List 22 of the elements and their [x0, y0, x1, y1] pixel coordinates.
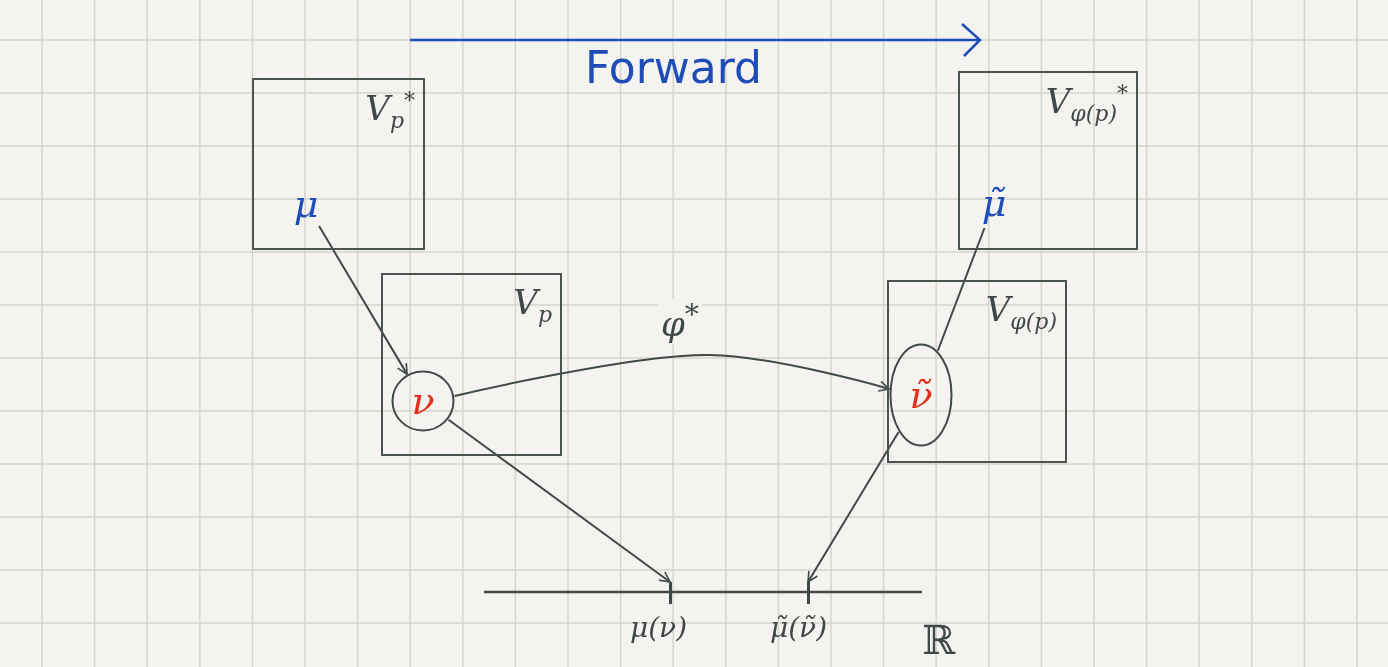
edge-label: φ$^{*}$: [657, 298, 702, 344]
vector-space-box: [958, 71, 1138, 250]
arrow: [807, 431, 900, 583]
vector-blob: [391, 370, 455, 432]
arrow: [447, 418, 671, 583]
vector-space-box: [381, 273, 562, 456]
vector-symbol: ν: [411, 382, 435, 420]
covector-symbol: μ: [286, 182, 326, 226]
value-label: μ̃(ν̃): [770, 614, 828, 642]
space-label: V$_{φ(p)}$: [985, 292, 1057, 333]
connector-line: [936, 227, 986, 352]
value-label: μ(ν): [630, 614, 688, 642]
vector-symbol: ν̃: [909, 376, 933, 414]
axis-label: ℝ: [922, 620, 956, 660]
vector-blob: [889, 343, 953, 447]
arrow: [453, 354, 891, 397]
space-label: V$_{p}$: [513, 285, 552, 326]
covector-symbol: μ̃: [974, 178, 1014, 228]
arrow: [318, 225, 409, 376]
vector-space-box: [252, 78, 425, 250]
direction-label: Forward: [585, 46, 762, 90]
vector-space-box: [887, 280, 1067, 463]
